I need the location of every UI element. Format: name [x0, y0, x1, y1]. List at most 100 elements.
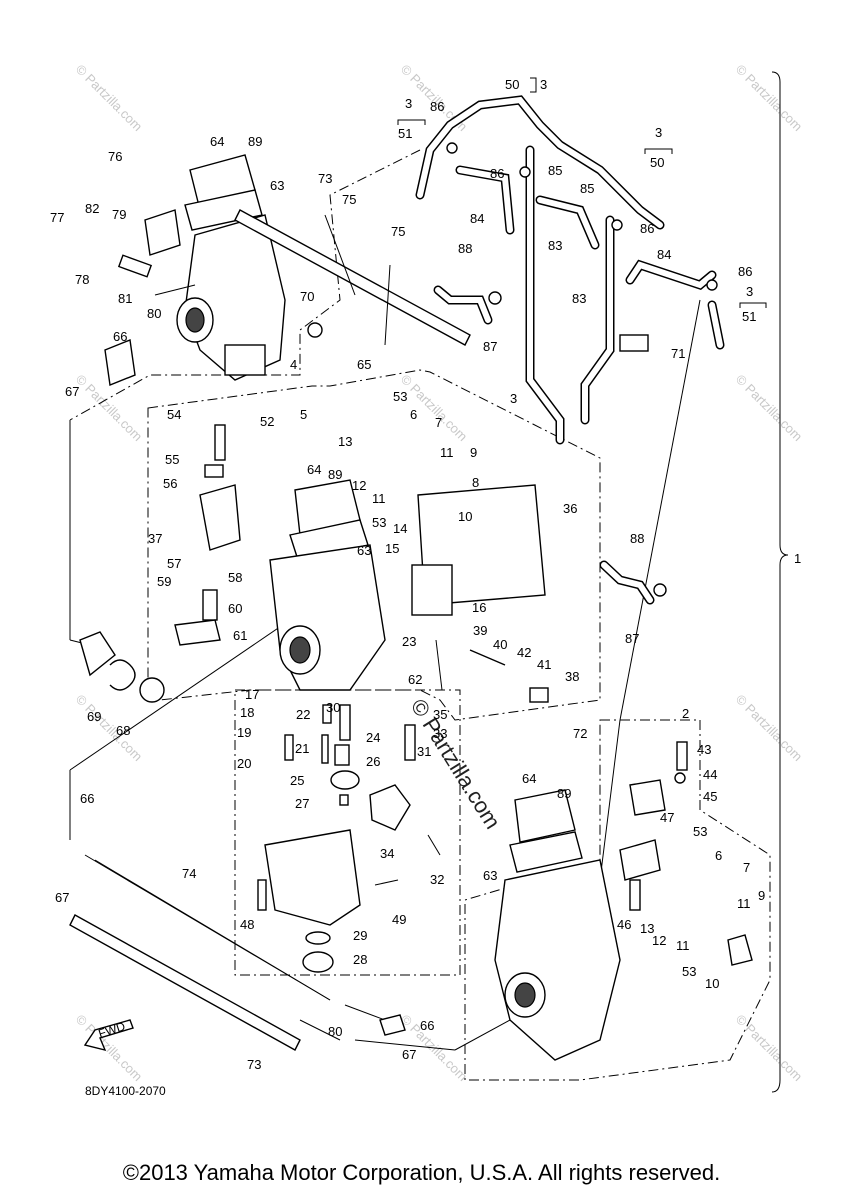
callout-84: 84	[470, 211, 484, 226]
callout-2: 2	[682, 706, 689, 721]
callout-83: 83	[548, 238, 562, 253]
callout-24: 24	[366, 730, 380, 745]
callout-74: 74	[182, 866, 196, 881]
callout-78: 78	[75, 272, 89, 287]
callout-15: 15	[385, 541, 399, 556]
callout-27: 27	[295, 796, 309, 811]
callout-80: 80	[328, 1024, 342, 1039]
callout-66: 66	[80, 791, 94, 806]
callout-58: 58	[228, 570, 242, 585]
watermark: © Partzilla.com	[733, 692, 806, 765]
callout-72: 72	[573, 726, 587, 741]
callout-23: 23	[402, 634, 416, 649]
callout-19: 19	[237, 725, 251, 740]
callout-8: 8	[472, 475, 479, 490]
diagram-code: 8DY4100-2070	[85, 1084, 166, 1098]
callout-43: 43	[697, 742, 711, 757]
callout-3: 3	[540, 77, 547, 92]
callout-34: 34	[380, 846, 394, 861]
callout-37: 37	[148, 531, 162, 546]
callout-30: 30	[326, 700, 340, 715]
callout-11: 11	[440, 445, 454, 460]
callout-29: 29	[353, 928, 367, 943]
callout-11: 11	[676, 938, 690, 953]
callout-65: 65	[357, 357, 371, 372]
reference-brackets	[397, 77, 767, 308]
callout-17: 17	[245, 687, 259, 702]
callout-75: 75	[342, 192, 356, 207]
callout-87: 87	[625, 631, 639, 646]
callout-86: 86	[640, 221, 654, 236]
callout-55: 55	[165, 452, 179, 467]
callout-41: 41	[537, 657, 551, 672]
callout-11: 11	[372, 491, 386, 506]
callout-63: 63	[483, 868, 497, 883]
callout-79: 79	[112, 207, 126, 222]
callout-12: 12	[652, 933, 666, 948]
callout-7: 7	[743, 860, 750, 875]
callout-20: 20	[237, 756, 251, 771]
callout-6: 6	[715, 848, 722, 863]
callout-81: 81	[118, 291, 132, 306]
watermark: © Partzilla.com	[733, 372, 806, 445]
callout-labels: 1 2 3 3 3 3 3 4 5 6 6 7 7 8 9 9 10 10 11…	[50, 77, 801, 1072]
callout-73: 73	[318, 171, 332, 186]
callout-12: 12	[352, 478, 366, 493]
callout-89: 89	[328, 467, 342, 482]
watermark: © Partzilla.com	[733, 62, 806, 135]
callout-51: 51	[398, 126, 412, 141]
callout-69: 69	[87, 709, 101, 724]
callout-35: 35	[433, 707, 447, 722]
callout-51: 51	[742, 309, 756, 324]
callout-89: 89	[557, 786, 571, 801]
callout-76: 76	[108, 149, 122, 164]
callout-83: 83	[572, 291, 586, 306]
fwd-label: FWD	[97, 1019, 128, 1041]
callout-54: 54	[167, 407, 181, 422]
callout-16: 16	[472, 600, 486, 615]
callout-88: 88	[630, 531, 644, 546]
callout-60: 60	[228, 601, 242, 616]
callout-50: 50	[650, 155, 664, 170]
callout-14: 14	[393, 521, 407, 536]
callout-45: 45	[703, 789, 717, 804]
watermark: © Partzilla.com	[73, 62, 146, 135]
callout-63: 63	[357, 543, 371, 558]
callout-85: 85	[580, 181, 594, 196]
callout-38: 38	[565, 669, 579, 684]
callout-64: 64	[210, 134, 224, 149]
callout-80: 80	[147, 306, 161, 321]
callout-4: 4	[290, 357, 297, 372]
callout-53: 53	[682, 964, 696, 979]
callout-50: 50	[505, 77, 519, 92]
group-outline-top	[69, 149, 421, 421]
callout-18: 18	[240, 705, 254, 720]
callout-64: 64	[307, 462, 321, 477]
callout-57: 57	[167, 556, 181, 571]
callout-86: 86	[430, 99, 444, 114]
callout-73: 73	[247, 1057, 261, 1072]
linkage-rods	[69, 209, 471, 1051]
callout-70: 70	[300, 289, 314, 304]
group-outline-3b	[234, 689, 461, 976]
callout-67: 67	[402, 1047, 416, 1062]
callout-36: 36	[563, 501, 577, 516]
callout-53: 53	[372, 515, 386, 530]
callout-9: 9	[758, 888, 765, 903]
callout-13: 13	[640, 921, 654, 936]
float-bowl-parts	[257, 639, 549, 1021]
callout-3: 3	[510, 391, 517, 406]
callout-32: 32	[430, 872, 444, 887]
callout-3: 3	[655, 125, 662, 140]
callout-89: 89	[248, 134, 262, 149]
watermark: © Partzilla.com	[73, 692, 146, 765]
callout-3: 3	[746, 284, 753, 299]
callout-31: 31	[417, 744, 431, 759]
callout-40: 40	[493, 637, 507, 652]
callout-88: 88	[458, 241, 472, 256]
callout-3: 3	[405, 96, 412, 111]
callout-62: 62	[408, 672, 422, 687]
callout-82: 82	[85, 201, 99, 216]
callout-26: 26	[366, 754, 380, 769]
